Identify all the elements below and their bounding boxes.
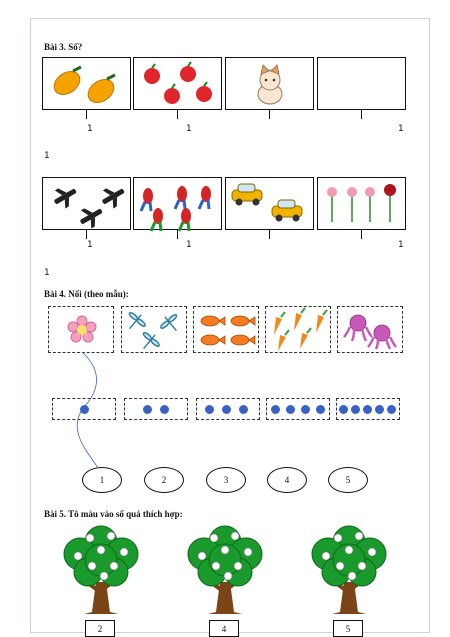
dot — [316, 405, 325, 414]
number-oval-1[interactable]: 1 — [82, 467, 122, 493]
number-oval-4[interactable]: 4 — [267, 467, 307, 493]
answer-6[interactable]: 1 — [186, 240, 192, 250]
dot — [351, 405, 360, 414]
mango-icon — [53, 65, 116, 103]
apple-tree-icon — [187, 525, 263, 614]
tree-number-box-1[interactable]: 2 — [85, 620, 115, 637]
number-oval-2[interactable]: 2 — [144, 467, 184, 493]
bai4-heading: Bài 4. Nối (theo mẫu): — [44, 289, 129, 299]
bai3-heading: Bài 3. Số? — [44, 42, 83, 52]
car-icon — [231, 183, 303, 222]
dot — [286, 405, 295, 414]
picture-octopus[interactable] — [337, 306, 403, 353]
picture-fish[interactable] — [193, 306, 259, 353]
dot — [80, 405, 89, 414]
answer-2[interactable]: 1 — [186, 124, 192, 134]
box-cat — [225, 57, 314, 110]
box-cars — [225, 177, 314, 230]
airplane-icon — [54, 188, 125, 229]
answer-7[interactable]: 1 — [398, 240, 404, 250]
answer-4[interactable]: 1 — [44, 151, 50, 161]
dots-group-2[interactable] — [124, 398, 188, 420]
tree-number-box-2[interactable]: 4 — [209, 620, 239, 637]
answer-5[interactable]: 1 — [87, 240, 93, 250]
apple-tree-icon — [311, 525, 387, 614]
dot — [271, 405, 280, 414]
box-empty[interactable] — [317, 57, 406, 110]
dot — [387, 405, 396, 414]
box-parrots — [133, 177, 222, 232]
dot — [222, 405, 231, 414]
box-apples — [133, 57, 222, 110]
number-oval-3[interactable]: 3 — [206, 467, 246, 493]
cat-icon — [257, 64, 283, 105]
dot — [339, 405, 348, 414]
apple-icon — [144, 61, 212, 104]
fish-icon — [200, 315, 256, 346]
dot — [205, 405, 214, 414]
dot — [301, 405, 310, 414]
dot — [160, 405, 169, 414]
number-oval-5[interactable]: 5 — [328, 467, 368, 493]
dots-group-4[interactable] — [266, 398, 330, 420]
picture-carrots[interactable] — [265, 306, 331, 353]
dot — [239, 405, 248, 414]
picture-flower[interactable] — [48, 306, 114, 353]
answer-3[interactable]: 1 — [398, 124, 404, 134]
apple-tree-icon — [63, 525, 139, 614]
dragonfly-icon — [128, 311, 178, 350]
tree-number-box-3[interactable]: 5 — [333, 620, 363, 637]
bai5-heading: Bài 5. Tô màu vào số quả thích hợp: — [44, 509, 183, 519]
dot — [363, 405, 372, 414]
dot — [143, 405, 152, 414]
octopus-icon — [343, 314, 397, 350]
dot — [375, 405, 384, 414]
answer-1[interactable]: 1 — [87, 124, 93, 134]
picture-dragonflies[interactable] — [121, 306, 187, 353]
carrot-icon — [274, 307, 328, 351]
box-mangoes — [42, 57, 131, 110]
box-roses — [317, 177, 406, 230]
answer-8[interactable]: 1 — [44, 268, 50, 278]
rose-icon — [327, 184, 396, 222]
flower-icon — [67, 315, 97, 343]
parrot-icon — [139, 186, 211, 232]
box-airplanes — [42, 177, 131, 230]
